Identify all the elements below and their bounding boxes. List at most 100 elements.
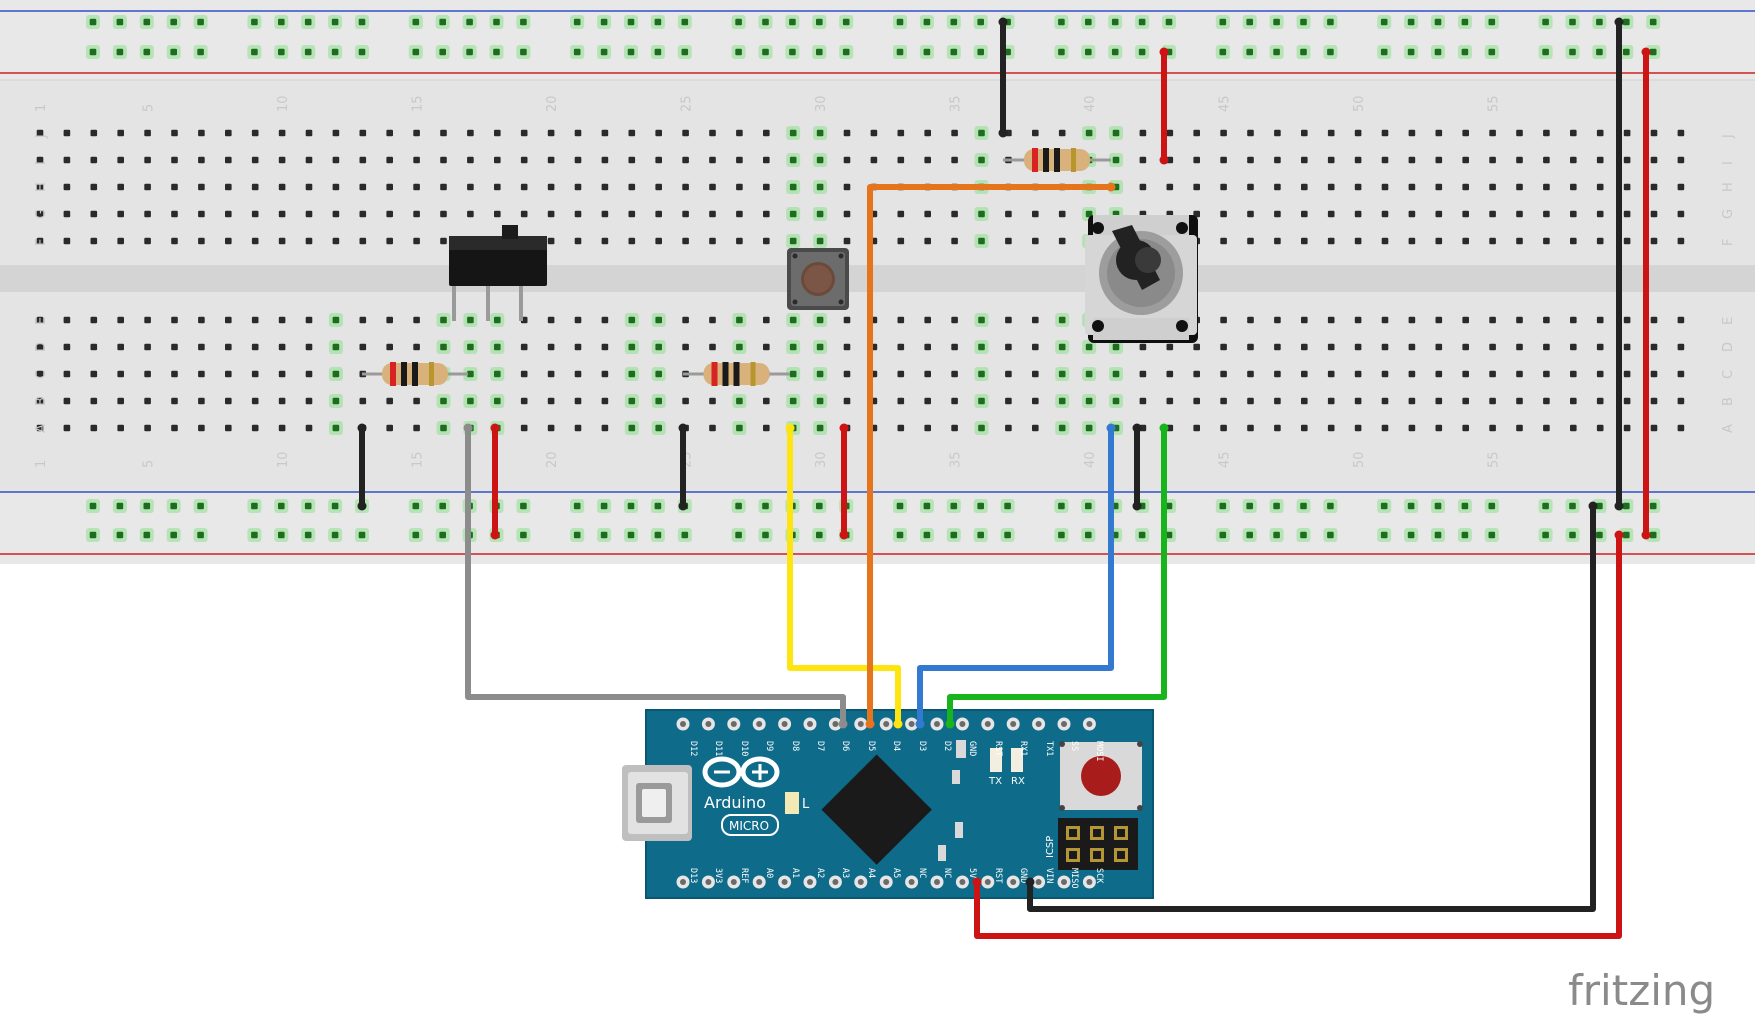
resistor-pot	[1003, 148, 1111, 172]
pin-label-A3: A3	[840, 868, 850, 878]
row-letter-label: F	[1721, 239, 1736, 246]
usb-port	[622, 765, 692, 841]
arduino-model: MICRO	[729, 819, 769, 833]
row-letter-label: H	[1721, 182, 1736, 192]
led-tx-label: TX	[988, 776, 1002, 787]
row-letter-label: I	[34, 161, 49, 165]
pin-label-3V3: 3V3	[713, 868, 723, 883]
row-letter-label: H	[34, 182, 49, 192]
column-number-label: 1	[34, 460, 49, 468]
pin-label-GND-bottom: GND	[1018, 868, 1028, 883]
column-number-label: 50	[1352, 95, 1367, 112]
bottom-header-pins	[676, 875, 1096, 889]
arduino-micro: Arduino MICRO L TX RX ICSP	[622, 709, 1154, 899]
pin-label-REF: REF	[739, 868, 749, 883]
pin-label-D5: D5	[866, 741, 876, 751]
column-number-label: 15	[411, 95, 426, 112]
top-header-pins	[676, 717, 1096, 731]
wire-red-arduino-5v	[974, 532, 1622, 939]
row-letter-label: D	[34, 342, 49, 352]
pin-label-5V: 5V	[967, 868, 977, 878]
resistor-switch	[362, 362, 468, 386]
column-number-label: 25	[680, 95, 695, 112]
column-number-label: 10	[276, 451, 291, 468]
row-letter-label: F	[34, 239, 49, 246]
column-number-label: 30	[814, 95, 829, 112]
potentiometer	[1085, 215, 1198, 343]
pin-label-SCK: SCK	[1094, 868, 1104, 884]
resistor-button	[683, 362, 790, 386]
arduino-logo	[702, 756, 780, 788]
column-number-labels: 1155101015152020252530303535404045455050…	[34, 95, 1502, 468]
pin-label-D8: D8	[790, 741, 800, 751]
fritzing-watermark: fritzing	[1568, 966, 1715, 1015]
wire-green-pot-signal	[947, 425, 1167, 727]
column-number-label: 50	[1352, 451, 1367, 468]
pin-label-D13: D13	[688, 868, 698, 883]
pin-label-D10: D10	[739, 741, 749, 756]
pin-label-D6: D6	[840, 741, 850, 751]
resistors	[362, 148, 1111, 386]
column-number-label: 10	[276, 95, 291, 112]
pin-label-RST-top: RST	[993, 741, 1003, 756]
pin-label-A2: A2	[815, 868, 825, 878]
row-letter-label: E	[34, 317, 49, 325]
led-l-label: L	[802, 797, 810, 812]
pin-label-GND-top: GND	[967, 741, 977, 756]
column-number-label: 15	[411, 451, 426, 468]
row-letter-label: J	[34, 134, 49, 139]
center-channel	[0, 265, 1755, 292]
pin-label-D11: D11	[713, 741, 723, 756]
wire-gray-switch-signal	[465, 425, 846, 727]
pin-label-A4: A4	[866, 868, 876, 878]
pin-label-A5: A5	[891, 868, 901, 878]
row-letter-label: I	[1721, 161, 1736, 165]
pushbutton	[787, 248, 849, 310]
pin-label-SS: SS	[1069, 741, 1079, 751]
pin-label-D7: D7	[815, 741, 825, 751]
breadboard: 1155101015152020252530303535404045455050…	[0, 0, 1755, 564]
row-letter-label: G	[34, 209, 49, 219]
reset-button	[1059, 741, 1143, 811]
row-letter-label: B	[1721, 397, 1736, 406]
pin-label-RX1: RX1	[1018, 741, 1028, 756]
column-number-label: 20	[545, 95, 560, 112]
column-number-label: 35	[949, 95, 964, 112]
icsp-label: ICSP	[1045, 836, 1056, 858]
wire-blue-pot-signal	[917, 425, 1114, 727]
pin-label-RST-bottom: RST	[993, 868, 1003, 883]
wires	[357, 17, 1651, 540]
row-letter-label: D	[1721, 342, 1736, 352]
row-letter-label: C	[34, 370, 49, 379]
column-number-label: 40	[1083, 95, 1098, 112]
pin-label-TX1: TX1	[1044, 741, 1054, 756]
pin-label-D3: D3	[917, 741, 927, 751]
row-letter-label: A	[34, 424, 49, 433]
slide-switch	[449, 225, 547, 321]
column-number-label: 40	[1083, 451, 1098, 468]
column-number-label: 5	[142, 460, 157, 468]
column-number-label: 30	[814, 451, 829, 468]
row-letter-label: E	[1721, 317, 1736, 325]
row-letter-label: J	[1721, 134, 1736, 139]
pin-label-A1: A1	[790, 868, 800, 878]
icsp-header	[1058, 818, 1138, 870]
column-number-label: 5	[142, 104, 157, 112]
power-rail-top	[0, 0, 1755, 80]
row-letter-label: G	[1721, 209, 1736, 219]
column-number-label: 20	[545, 451, 560, 468]
row-letter-label: A	[1721, 424, 1736, 433]
pin-label-D12: D12	[688, 741, 698, 756]
column-number-label: 1	[34, 104, 49, 112]
row-letter-label: C	[1721, 370, 1736, 379]
wire-orange-pot-signal	[867, 184, 1114, 727]
pin-label-MOSI: MOSI	[1094, 741, 1104, 761]
pin-label-D2: D2	[942, 741, 952, 751]
pin-label-D4: D4	[891, 741, 901, 751]
pin-label-MISO: MISO	[1069, 868, 1079, 888]
wire-black-arduino-gnd	[1027, 503, 1596, 912]
column-number-label: 35	[949, 451, 964, 468]
pin-label-VIN: VIN	[1044, 868, 1054, 883]
pin-label-A0: A0	[764, 868, 774, 878]
